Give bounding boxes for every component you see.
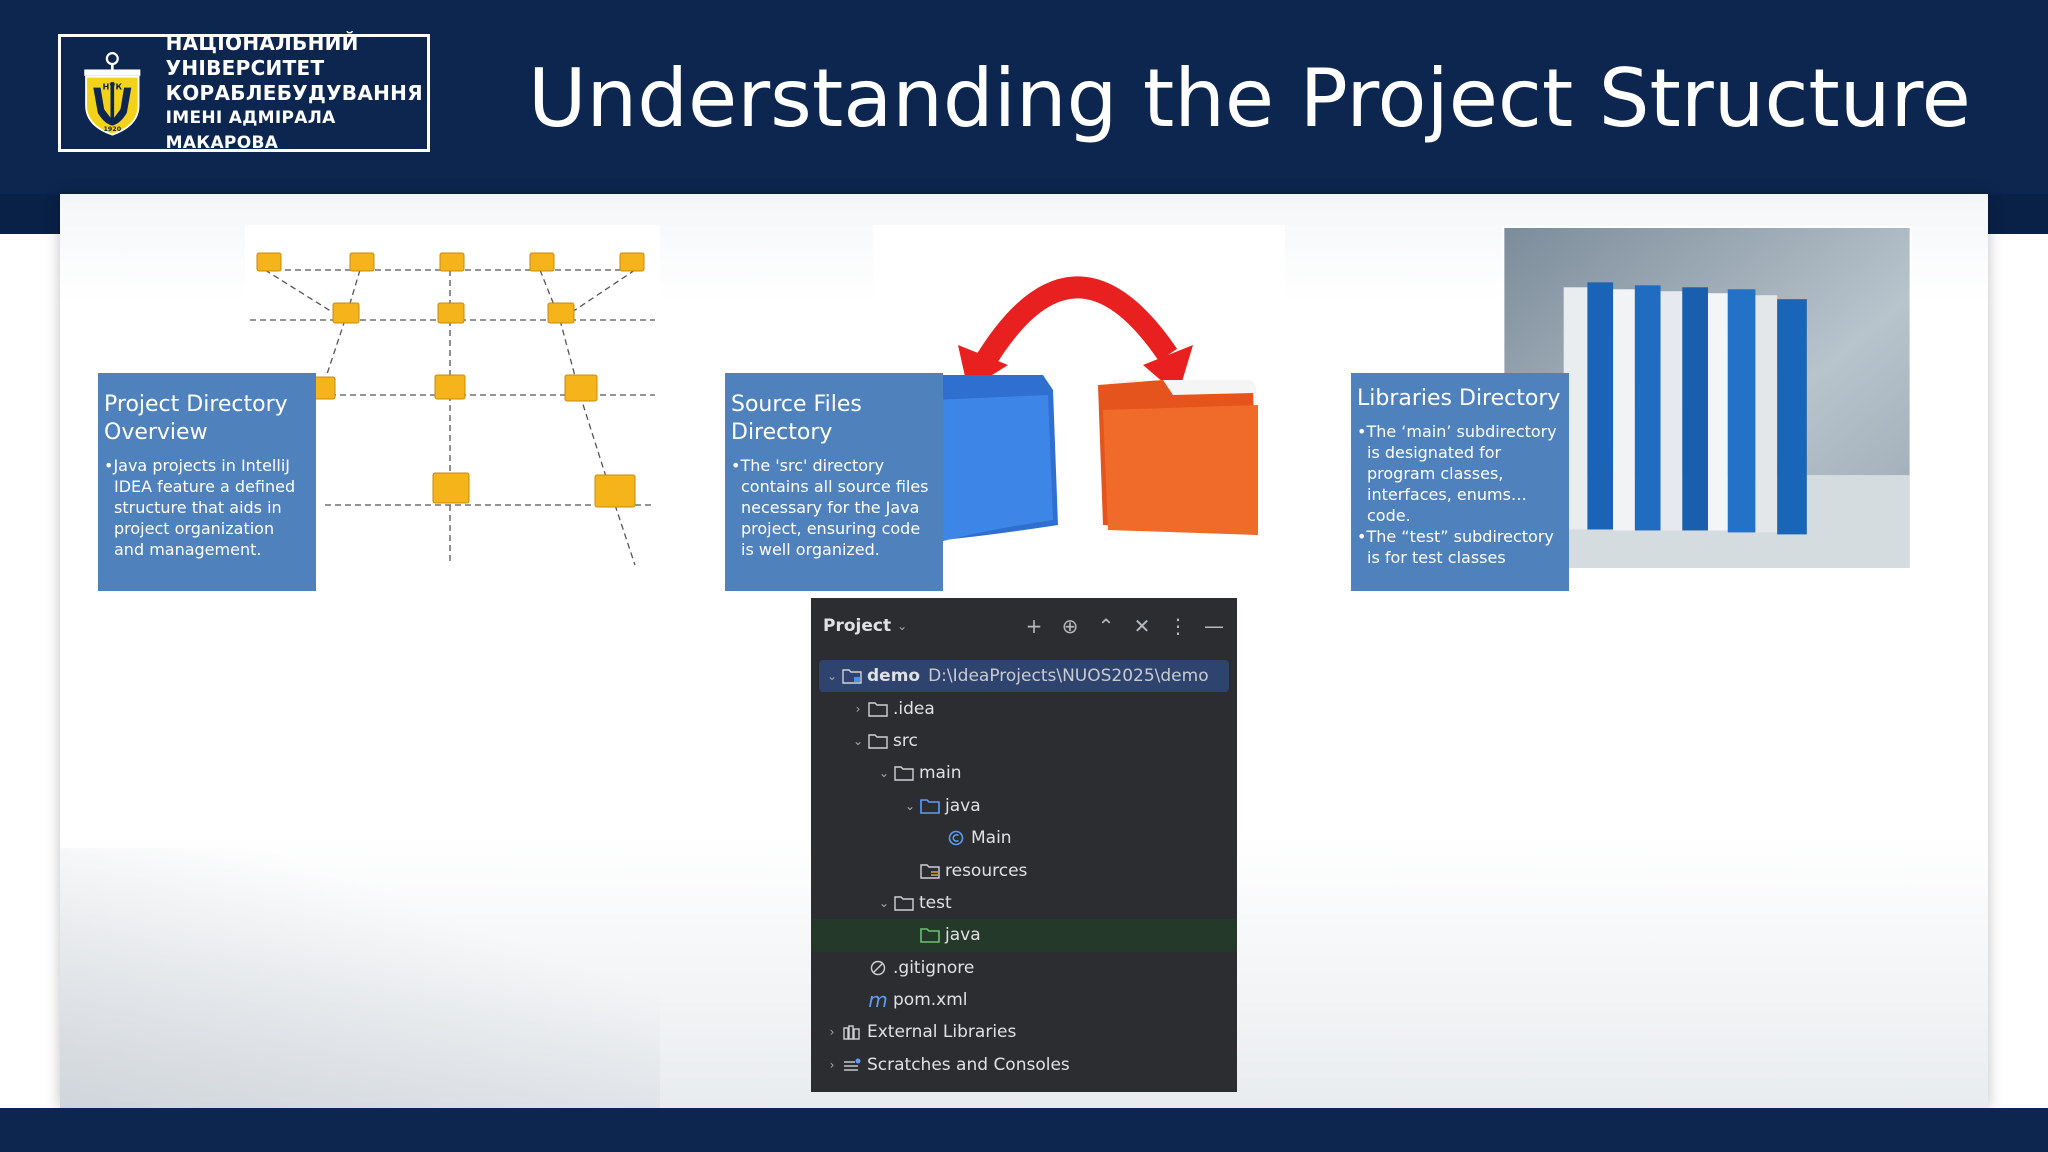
anchor-shield-icon: НУК 1920 bbox=[84, 52, 141, 136]
tree-item-label: External Libraries bbox=[867, 1022, 1017, 1043]
expand-all-icon[interactable]: ⌃ bbox=[1097, 614, 1115, 638]
logo-line-3: КОРАБЛЕБУДУВАННЯ bbox=[165, 80, 423, 105]
slide-title: Understanding the Project Structure bbox=[528, 52, 1971, 145]
chevron-down-icon[interactable]: ⌄ bbox=[878, 766, 890, 781]
logo-seal-year: 1920 bbox=[103, 126, 121, 133]
folder-icon bbox=[867, 732, 889, 750]
test-folder-icon bbox=[919, 926, 941, 944]
tree-item-test[interactable]: ⌄ test bbox=[811, 887, 1237, 919]
header-bar bbox=[0, 0, 2048, 194]
collapse-all-icon[interactable]: ✕ bbox=[1133, 614, 1151, 638]
tree-item-idea[interactable]: › .idea bbox=[811, 692, 1237, 724]
folder-icon bbox=[867, 700, 889, 718]
card-bullet: The “test” subdirectory is for test clas… bbox=[1357, 526, 1561, 568]
project-panel-header: Project ⌄ + ⊕ ⌃ ✕ ⋮ — bbox=[811, 598, 1237, 654]
chevron-right-icon[interactable]: › bbox=[829, 1057, 835, 1072]
libraries-icon bbox=[841, 1023, 863, 1041]
chevron-down-icon[interactable]: ⌄ bbox=[826, 669, 838, 684]
project-tree: ⌄ demo D:\IdeaProjects\NUOS2025\demo › .… bbox=[811, 654, 1237, 1081]
tree-item-label: main bbox=[919, 763, 962, 784]
tree-item-main-class[interactable]: Main bbox=[811, 822, 1237, 854]
source-files-card: Source Files Directory The 'src' directo… bbox=[725, 373, 943, 591]
tree-item-gitignore[interactable]: .gitignore bbox=[811, 952, 1237, 984]
maven-icon: m bbox=[868, 988, 888, 1013]
ide-project-panel: Project ⌄ + ⊕ ⌃ ✕ ⋮ — ⌄ demo D:\IdeaProj… bbox=[811, 598, 1237, 1092]
project-directory-card: Project Directory Overview Java projects… bbox=[98, 373, 316, 591]
card-bullet: The ‘main’ subdirectory is designated fo… bbox=[1357, 421, 1561, 526]
logo-seal-abbrev: НУК bbox=[102, 81, 122, 91]
tree-item-label: resources bbox=[945, 860, 1028, 881]
chevron-down-icon[interactable]: ⌄ bbox=[878, 895, 890, 910]
logo-line-1: НАЦІОНАЛЬНИЙ bbox=[165, 30, 359, 55]
tree-item-external-libraries[interactable]: › External Libraries bbox=[811, 1016, 1237, 1048]
more-options-icon[interactable]: ⋮ bbox=[1168, 614, 1188, 638]
tree-item-resources[interactable]: resources bbox=[811, 854, 1237, 886]
tree-item-label: Main bbox=[971, 828, 1012, 849]
tree-item-test-java[interactable]: java bbox=[811, 919, 1237, 952]
scratches-icon bbox=[841, 1056, 863, 1074]
chevron-right-icon[interactable]: › bbox=[855, 701, 861, 716]
footer-bar bbox=[0, 1108, 2048, 1152]
tree-item-label: Scratches and Consoles bbox=[867, 1054, 1070, 1075]
folder-icon bbox=[893, 894, 915, 912]
tree-item-label: src bbox=[893, 730, 918, 751]
source-folder-icon bbox=[919, 797, 941, 815]
tree-item-label: pom.xml bbox=[893, 990, 968, 1011]
tree-item-demo[interactable]: ⌄ demo D:\IdeaProjects\NUOS2025\demo bbox=[819, 660, 1229, 693]
resources-folder-icon bbox=[919, 862, 941, 880]
books-shelf-image bbox=[1502, 226, 1912, 570]
locate-icon[interactable]: ⊕ bbox=[1061, 614, 1079, 638]
tree-item-label: java bbox=[945, 795, 981, 816]
tree-item-main[interactable]: ⌄ main bbox=[811, 757, 1237, 789]
chevron-down-icon[interactable]: ⌄ bbox=[852, 733, 864, 748]
tree-item-label: demo bbox=[867, 666, 921, 687]
folder-icon bbox=[893, 764, 915, 782]
logo-text: НАЦІОНАЛЬНИЙ УНІВЕРСИТЕТ КОРАБЛЕБУДУВАНН… bbox=[166, 31, 427, 156]
ignore-file-icon bbox=[867, 959, 889, 977]
tree-item-path: D:\IdeaProjects\NUOS2025\demo bbox=[928, 666, 1209, 687]
card-title: Source Files Directory bbox=[731, 392, 862, 445]
tree-item-label: .gitignore bbox=[893, 957, 975, 978]
card-bullet: Java projects in IntelliJ IDEA feature a… bbox=[104, 455, 308, 560]
tree-item-label: test bbox=[919, 892, 952, 913]
tree-item-main-java[interactable]: ⌄ java bbox=[811, 790, 1237, 822]
tree-item-label: java bbox=[945, 925, 981, 946]
add-icon[interactable]: + bbox=[1025, 614, 1043, 638]
tree-item-pom[interactable]: m pom.xml bbox=[811, 984, 1237, 1016]
chevron-down-icon[interactable]: ⌄ bbox=[897, 619, 908, 633]
tree-item-label: .idea bbox=[893, 698, 935, 719]
logo-line-2: УНІВЕРСИТЕТ bbox=[165, 55, 325, 80]
java-class-icon bbox=[945, 829, 967, 847]
card-title: Libraries Directory bbox=[1357, 386, 1561, 411]
chevron-down-icon[interactable]: ⌄ bbox=[904, 798, 916, 813]
logo-line-4: ІМЕНІ АДМІРАЛА МАКАРОВА bbox=[165, 107, 336, 153]
card-bullet: The 'src' directory contains all source … bbox=[731, 455, 935, 560]
tree-item-scratches[interactable]: › Scratches and Consoles bbox=[811, 1049, 1237, 1081]
university-logo: НУК 1920 НАЦІОНАЛЬНИЙ УНІВЕРСИТЕТ КОРАБЛ… bbox=[58, 31, 430, 153]
tree-item-src[interactable]: ⌄ src bbox=[811, 725, 1237, 757]
module-folder-icon bbox=[841, 667, 863, 685]
libraries-directory-card: Libraries Directory The ‘main’ subdirect… bbox=[1351, 373, 1569, 591]
card-title: Project Directory Overview bbox=[104, 392, 288, 445]
project-view-selector[interactable]: Project bbox=[823, 616, 892, 636]
chevron-right-icon[interactable]: › bbox=[829, 1025, 835, 1040]
hide-panel-icon[interactable]: — bbox=[1204, 614, 1224, 638]
